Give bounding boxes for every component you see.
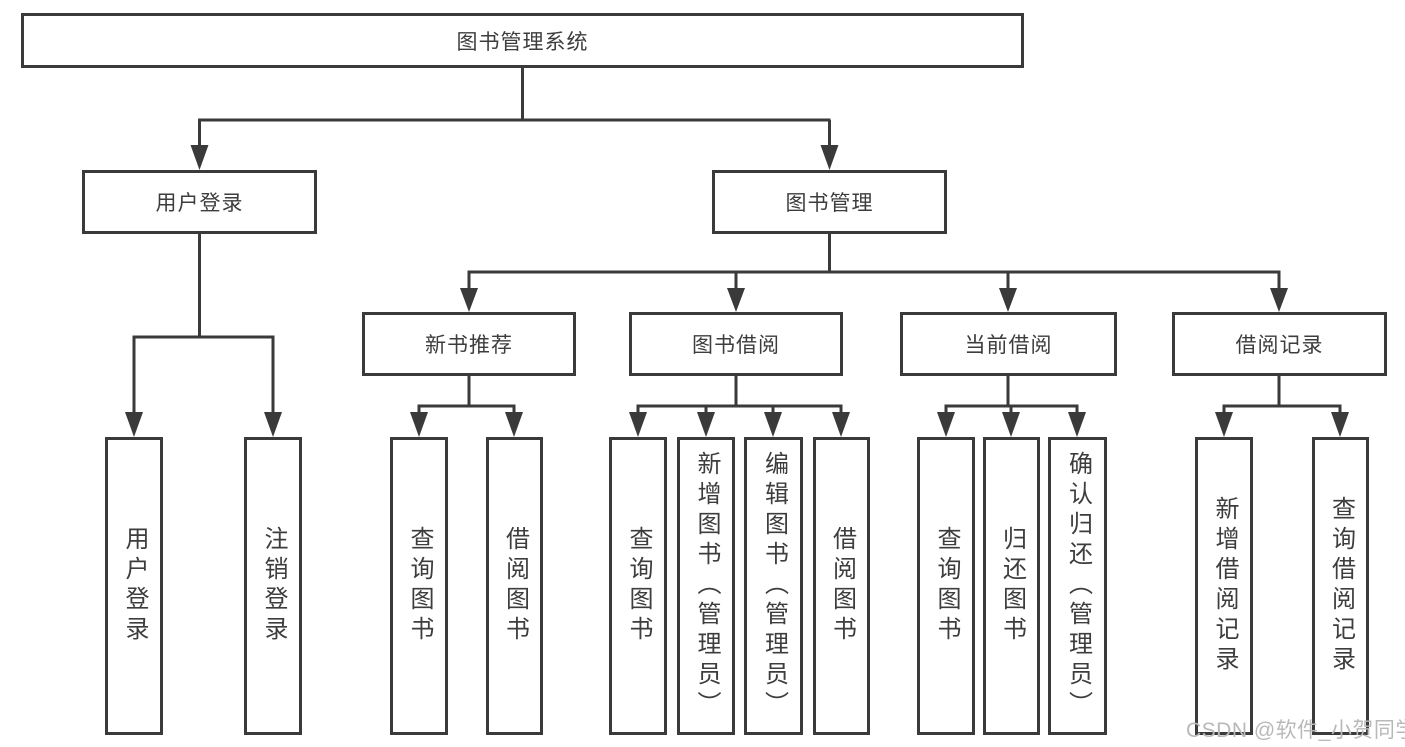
leaf-query-book-recommendation: 查询图书 — [390, 437, 448, 735]
leaf-add-book-admin: 新增图书（管理员） — [677, 437, 735, 735]
node-book-borrowing-label: 图书借阅 — [692, 334, 780, 357]
connector-newbookrec-to-leaves — [410, 376, 523, 437]
leaf-confirm-return-admin: 确认归还（管理员） — [1048, 437, 1107, 735]
node-book-management: 图书管理 — [712, 170, 947, 234]
node-borrowing-records: 借阅记录 — [1172, 312, 1387, 376]
leaf-query-book-borrowing-label: 查询图书 — [625, 526, 652, 646]
node-book-management-label: 图书管理 — [785, 192, 874, 215]
leaf-user-login-label: 用户登录 — [121, 526, 148, 646]
leaf-query-borrow-record-label: 查询借阅记录 — [1327, 496, 1355, 676]
leaf-user-login: 用户登录 — [105, 437, 163, 735]
leaf-query-book-current-label: 查询图书 — [933, 526, 960, 646]
node-user-login: 用户登录 — [82, 170, 317, 234]
leaf-borrow-book-recommendation-label: 借阅图书 — [501, 526, 529, 646]
node-new-book-recommendation-label: 新书推荐 — [425, 334, 513, 357]
leaf-query-borrow-record: 查询借阅记录 — [1312, 437, 1369, 735]
leaf-return-book: 归还图书 — [983, 437, 1040, 735]
node-borrowing-records-label: 借阅记录 — [1235, 334, 1324, 357]
leaf-logout-label: 注销登录 — [260, 526, 287, 646]
node-current-borrowing-label: 当前借阅 — [964, 334, 1053, 357]
leaf-edit-book-admin: 编辑图书（管理员） — [744, 437, 803, 735]
leaf-borrow-book-recommendation: 借阅图书 — [486, 437, 543, 735]
leaf-add-borrow-record-label: 新增借阅记录 — [1211, 496, 1238, 676]
node-root: 图书管理系统 — [21, 13, 1024, 68]
node-root-label: 图书管理系统 — [456, 30, 589, 54]
leaf-confirm-return-admin-label: 确认归还（管理员） — [1064, 451, 1092, 721]
leaf-add-borrow-record: 新增借阅记录 — [1195, 437, 1253, 735]
leaf-add-book-admin-label: 新增图书（管理员） — [693, 451, 720, 721]
connector-currentborrow-to-leaves — [937, 376, 1086, 437]
connector-userlogin-to-leaves — [125, 234, 282, 437]
leaf-borrow-book-label: 借阅图书 — [828, 526, 856, 646]
node-user-login-label: 用户登录 — [155, 192, 244, 215]
connector-root-to-level2 — [190, 68, 839, 170]
leaf-borrow-book: 借阅图书 — [813, 437, 870, 735]
connector-borrowrecord-to-leaves — [1215, 376, 1349, 437]
leaf-query-book-recommendation-label: 查询图书 — [406, 526, 433, 646]
leaf-logout: 注销登录 — [244, 437, 302, 735]
connector-bookmgmt-to-level3 — [460, 234, 1288, 312]
watermark: CSDN @软件_小贺同学 — [1186, 719, 1405, 742]
connector-bookborrow-to-leaves — [629, 376, 850, 437]
leaf-edit-book-admin-label: 编辑图书（管理员） — [760, 451, 788, 721]
leaf-query-book-current: 查询图书 — [917, 437, 975, 735]
node-new-book-recommendation: 新书推荐 — [362, 312, 576, 376]
node-book-borrowing: 图书借阅 — [629, 312, 843, 376]
node-current-borrowing: 当前借阅 — [900, 312, 1117, 376]
leaf-return-book-label: 归还图书 — [998, 526, 1026, 646]
leaf-query-book-borrowing: 查询图书 — [609, 437, 667, 735]
